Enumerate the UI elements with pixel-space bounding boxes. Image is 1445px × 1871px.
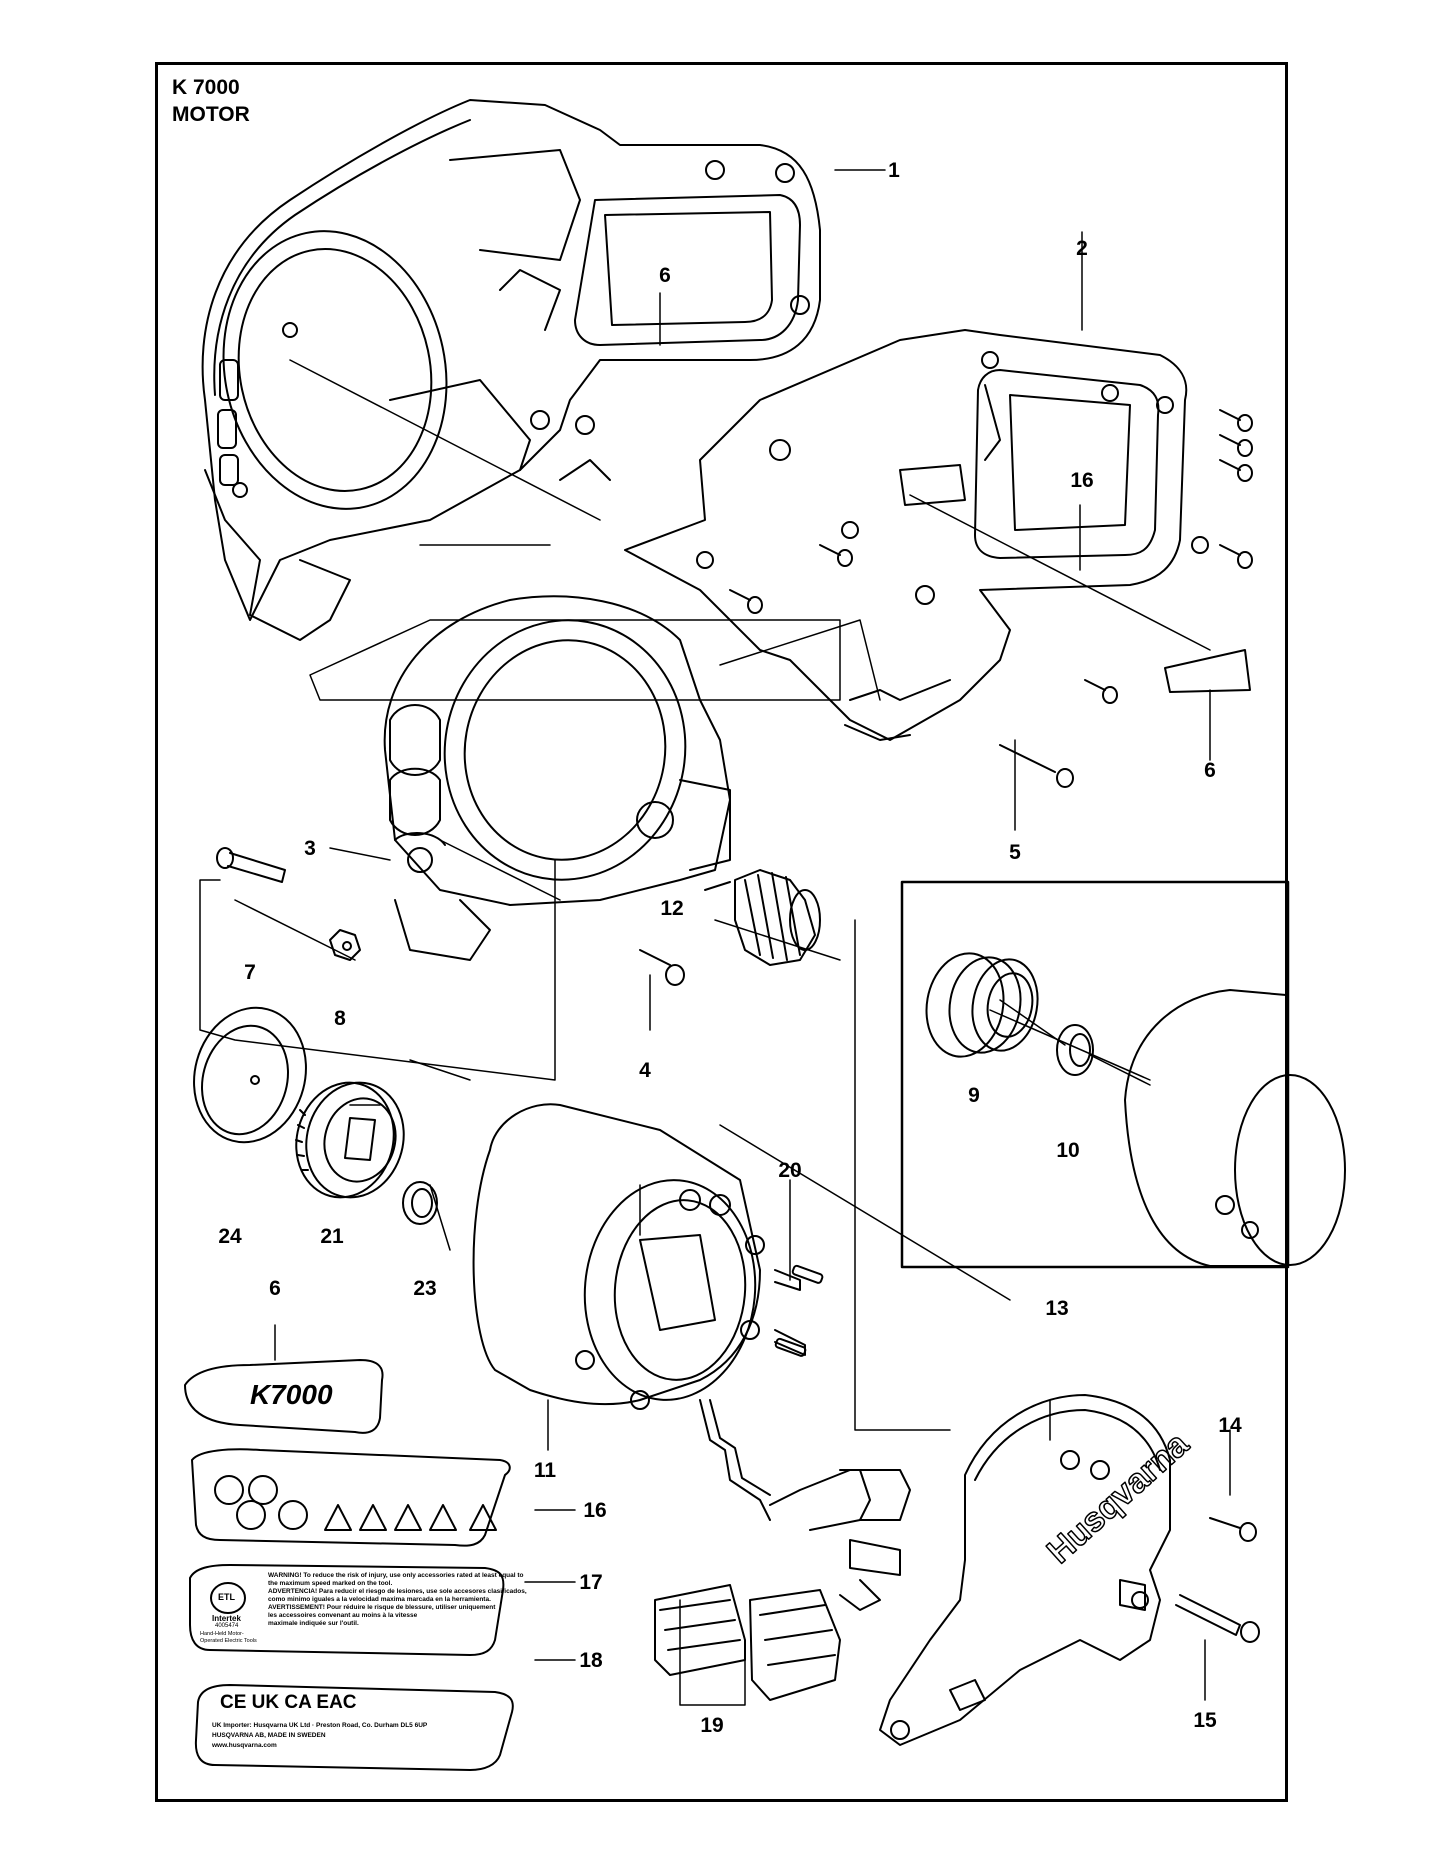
screw-part-15: [1175, 1594, 1260, 1643]
decal-17-cert-number: 4005474: [215, 1623, 239, 1629]
disc-part-24: [193, 1006, 307, 1144]
decal-17-cert-name: Intertek: [212, 1614, 241, 1623]
decal-17-line-5: AVERTISSEMENT! Pour réduire le risque de…: [268, 1604, 496, 1611]
switches-part-19: [654, 1584, 841, 1701]
decal-18-marks: CE UK CA EAC: [220, 1692, 357, 1713]
callout-21: 21: [320, 1225, 344, 1248]
decal-17-line-3: ADVERTENCIA! Para reducir el riesgo de l…: [268, 1588, 527, 1595]
drawing-frame: [155, 62, 1288, 1802]
callout-14: 14: [1218, 1414, 1242, 1437]
decal-17-line-6: les accessoires convenant au moins à la …: [268, 1612, 418, 1619]
callout-15: 15: [1193, 1709, 1217, 1732]
warning-decal-part-16: [191, 1448, 511, 1547]
callout-20: 20: [778, 1159, 802, 1182]
screw-part-4: [639, 949, 685, 986]
washer-part-23: [402, 1181, 438, 1225]
decal-17-line-7: maximale indiquée sur l'outil.: [268, 1620, 359, 1627]
decal-18-maker: HUSQVARNA AB, MADE IN SWEDEN: [212, 1732, 326, 1739]
callout-17-decal: 17: [579, 1571, 603, 1594]
decal-6-small: [1164, 649, 1251, 693]
callout-16: 6: [659, 264, 671, 287]
cover-part-13: [879, 1394, 1171, 1746]
callout-1: 1: [888, 159, 900, 182]
callout-17: 16: [1070, 469, 1094, 492]
callout-6-decal: 6: [269, 1277, 281, 1300]
cover-logo-text: Husqvarna: [1040, 1424, 1197, 1571]
callout-9: 9: [968, 1084, 980, 1107]
motor-part-11: [472, 1103, 806, 1521]
ring-part-10: [1056, 1024, 1094, 1076]
decal-17-cert-mark: ETL: [218, 1592, 235, 1602]
spring-part-12: [704, 869, 821, 966]
model-decal-text: K7000: [250, 1379, 333, 1410]
decal-17-tool-type: Hand-Held Motor-Operated Electric Tools: [200, 1631, 257, 1644]
callout-16-decal: 16: [583, 1499, 607, 1522]
leader-lines: [199, 169, 1231, 1706]
callout-24: 24: [218, 1225, 242, 1248]
leader-frames: [309, 619, 881, 701]
model-title: K 7000: [172, 76, 240, 99]
text-decal-part-17: [189, 1564, 505, 1656]
callout-18: 18: [579, 1649, 603, 1672]
callout-19: 19: [700, 1714, 724, 1737]
callout-2: 2: [1076, 237, 1088, 260]
pulley-part-21: [295, 1081, 405, 1199]
page-title: K 7000 MOTOR: [172, 74, 250, 128]
housing-part-1: [201, 99, 821, 641]
nut-part-8: [329, 929, 361, 961]
callout-4: 4: [639, 1059, 651, 1082]
callout-8: 8: [334, 1007, 346, 1030]
callout-7: 7: [244, 961, 256, 984]
callout-5: 5: [1009, 841, 1021, 864]
decal-17-line-1: WARNING! To reduce the risk of injury, u…: [268, 1572, 524, 1579]
decal-18-importer: UK Importer: Husqvarna UK Ltd · Preston …: [212, 1722, 428, 1729]
inset-box: [900, 880, 1290, 1269]
screw-part-7: [216, 847, 286, 883]
handle-cover-part-2: [624, 329, 1209, 741]
decal-17-line-2: the maximum speed marked on the tool.: [268, 1580, 393, 1587]
decal-17-line-4: como minimo iguales a la velocidad maxim…: [268, 1596, 491, 1603]
decal-18-web: www.husqvarna.com: [212, 1742, 277, 1749]
callout-6: 6: [1204, 759, 1216, 782]
seal-part-9: [925, 952, 1039, 1058]
motor-shroud-part-3: [383, 595, 731, 961]
inset-motor: [1124, 989, 1346, 1267]
screws-part-2: [729, 409, 1253, 788]
callout-13: 13: [1045, 1297, 1069, 1320]
callout-11: 11: [533, 1459, 557, 1482]
pins-part-20: [774, 1264, 824, 1357]
decal-17-text: WARNING! To reduce the risk of injury, u…: [268, 1572, 527, 1628]
callout-12: 12: [660, 897, 684, 920]
inset-leader: [999, 999, 1151, 1086]
model-decal-part-6: [184, 1359, 384, 1434]
screw-part-14: [1209, 1517, 1257, 1542]
callout-3: 3: [304, 837, 316, 860]
callout-10: 10: [1056, 1139, 1080, 1162]
callout-23: 23: [413, 1277, 437, 1300]
section-title: MOTOR: [172, 103, 250, 126]
marks-decal-part-18: [194, 1684, 514, 1771]
wiring-harness: [769, 1469, 911, 1611]
